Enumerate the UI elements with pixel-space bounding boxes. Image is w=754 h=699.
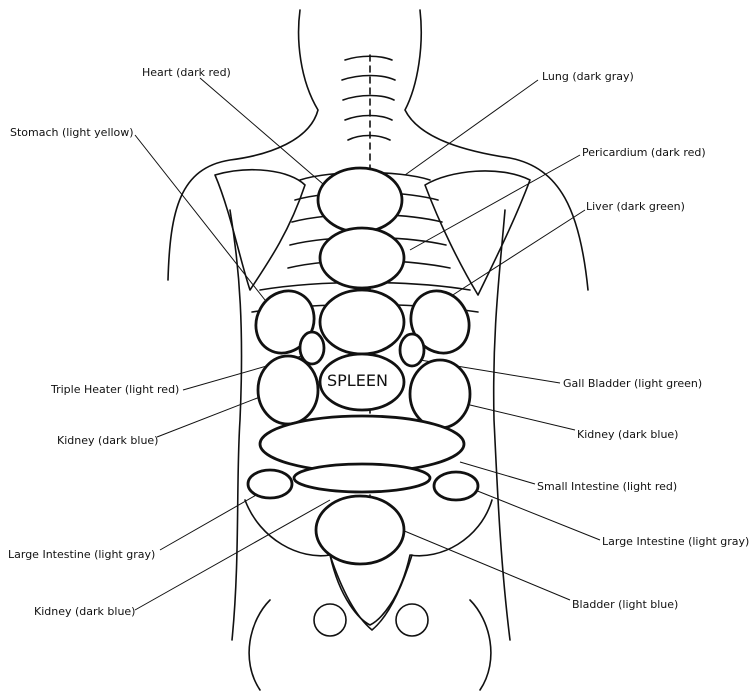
scapula-left <box>215 170 305 290</box>
upper-middle-oval <box>320 290 404 354</box>
kidney-right-oval <box>410 360 470 428</box>
label-kidney-lower: Kidney (dark blue) <box>34 605 135 618</box>
large-intestine-right-oval <box>434 472 478 500</box>
torso-left-outline <box>230 210 242 640</box>
label-triple-heater: Triple Heater (light red) <box>51 383 179 396</box>
heart-oval <box>318 168 402 232</box>
bladder-oval <box>316 496 404 564</box>
label-stomach: Stomach (light yellow) <box>10 126 134 139</box>
label-liver: Liver (dark green) <box>586 200 685 213</box>
label-kidney-left: Kidney (dark blue) <box>57 434 158 447</box>
label-small-intestine: Small Intestine (light red) <box>537 480 677 493</box>
label-bladder: Bladder (light blue) <box>572 598 678 611</box>
large-intestine-center-oval <box>294 464 430 492</box>
label-heart: Heart (dark red) <box>142 66 231 79</box>
label-lung: Lung (dark gray) <box>542 70 634 83</box>
label-large-intestine-left: Large Intestine (light gray) <box>8 548 155 561</box>
gall-bladder-oval <box>400 334 424 366</box>
neck-left-outline <box>168 10 318 280</box>
pericardium-oval <box>320 228 404 288</box>
label-gall-bladder: Gall Bladder (light green) <box>563 377 702 390</box>
large-intestine-left-oval <box>248 470 292 498</box>
kidney-left-oval <box>258 356 318 424</box>
label-large-intestine-right: Large Intestine (light gray) <box>602 535 749 548</box>
label-kidney-right: Kidney (dark blue) <box>577 428 678 441</box>
label-pericardium: Pericardium (dark red) <box>582 146 706 159</box>
torso-right-outline <box>494 210 510 640</box>
spleen-label: SPLEEN <box>327 372 388 390</box>
neck-right-outline <box>405 10 588 290</box>
